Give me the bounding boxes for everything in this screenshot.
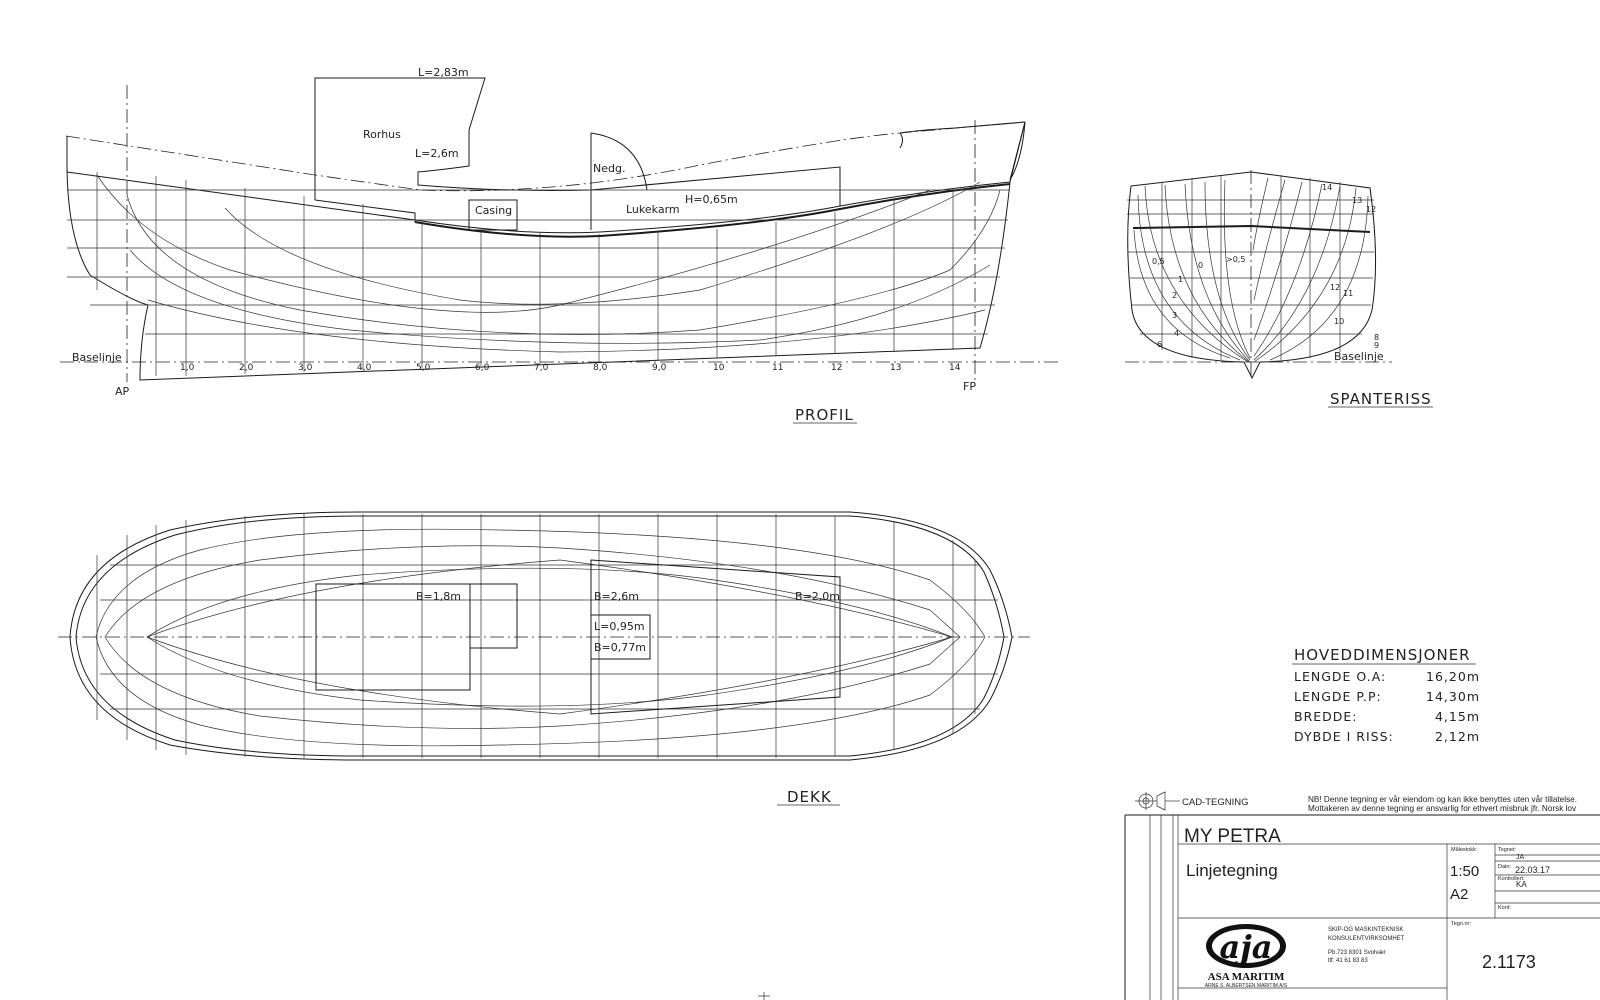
station-number: 12 <box>831 363 842 373</box>
section-number: 2 <box>1172 291 1177 300</box>
company-line-1: SKIP-OG MASKINTEKNISK <box>1328 927 1403 933</box>
main-dimensions-table: HOVEDDIMENSJONER LENGDE O.A: 16,20m LENG… <box>1292 646 1480 744</box>
dimension-label: DYBDE I RISS: <box>1294 729 1394 744</box>
company-phone: tlf: 41 61 83 83 <box>1328 958 1368 964</box>
station-number: 4,0 <box>357 363 372 373</box>
company-line-2: KONSULENTVIRKSOMHET <box>1328 936 1405 942</box>
station-number: 5,0 <box>416 363 431 373</box>
body-plan-title: SPANTERISS <box>1330 390 1432 408</box>
checked-label: Kontrollert: <box>1498 876 1525 882</box>
title-block: CAD-TEGNING NB! Denne tegning er vår eie… <box>1124 791 1600 1000</box>
station-number: 9,0 <box>652 363 667 373</box>
section-number: 12 <box>1366 205 1376 214</box>
station-number: 11 <box>772 363 783 373</box>
station-number: 1,0 <box>180 363 195 373</box>
logo-subtitle: ARNE S. ALBERTSEN MARITIM A/S <box>1205 983 1288 989</box>
logo-name: ASA MARITIM <box>1208 971 1285 983</box>
station-number: 6,0 <box>475 363 490 373</box>
lukekarm-breadth-label: B=2,6m <box>594 590 639 603</box>
scale-value: 1:50 <box>1450 863 1479 880</box>
section-number: 11 <box>1343 289 1353 298</box>
drawing-number-label: Tegn.nr: <box>1451 921 1471 927</box>
station-number: 10 <box>713 363 725 373</box>
section-number: 12 <box>1330 283 1340 292</box>
konf-label: Konf: <box>1498 905 1511 911</box>
checked-value: KA <box>1516 880 1527 889</box>
wheelhouse-breadth-label: B=1,8m <box>416 590 461 603</box>
dimension-label: LENGDE P.P: <box>1294 689 1382 704</box>
profile-title: PROFIL <box>795 406 854 424</box>
station-number: 14 <box>949 363 961 373</box>
cad-label: CAD-TEGNING <box>1182 797 1249 808</box>
companionway-breadth-label: B=0,77m <box>594 641 646 654</box>
dimension-label: BREDDE: <box>1294 709 1358 724</box>
sheet-format: A2 <box>1450 886 1468 903</box>
drawn-label: Tegnet: <box>1498 847 1517 853</box>
drawing-title: Linjetegning <box>1186 861 1278 880</box>
company-address: Pb.723 8301 Svolvær <box>1328 950 1386 956</box>
lukekarm-fore-breadth-label: B=2,0m <box>795 590 840 603</box>
section-number: 9 <box>1374 341 1379 350</box>
section-number: 14 <box>1322 183 1332 192</box>
lukekarm-label: Lukekarm <box>626 203 680 216</box>
section-number: 0,5 <box>1152 257 1165 266</box>
lukekarm-height-label: H=0,65m <box>685 193 738 206</box>
dimension-value: 4,15m <box>1435 709 1480 724</box>
drawing-number: 2.1173 <box>1482 952 1536 972</box>
section-number: 8 <box>1374 333 1379 342</box>
station-number: 13 <box>890 363 901 373</box>
profile-station-grid <box>67 172 1010 376</box>
notice-line-1: NB! Denne tegning er vår eiendom og kan … <box>1308 794 1577 804</box>
body-plan-view: 0,5 0 1 2 3 4 6 >0,5 14 13 12 12 11 10 8… <box>1125 170 1433 408</box>
companionway-length-label: L=0,95m <box>594 620 645 633</box>
deck-title: DEKK <box>787 788 832 806</box>
dimension-label: LENGDE O.A: <box>1294 669 1386 684</box>
vessel-name: MY PETRA <box>1184 826 1281 847</box>
profile-view: L=2,83m Rorhus L=2,6m Nedg. H=0,65m Casi… <box>60 66 1060 424</box>
section-number: >0,5 <box>1226 255 1245 264</box>
asa-maritim-logo: aja <box>1206 924 1286 968</box>
section-number: 13 <box>1352 196 1362 205</box>
section-number: 6 <box>1157 340 1162 349</box>
scale-label: Målestokk: <box>1451 846 1478 853</box>
section-number: 0 <box>1198 261 1203 270</box>
section-number: 3 <box>1172 311 1177 320</box>
notice-line-2: Mottakeren av denne tegning er ansvarlig… <box>1308 804 1577 813</box>
station-number: 3,0 <box>298 363 313 373</box>
section-number: 1 <box>1178 275 1183 284</box>
nedgang-label: Nedg. <box>593 162 625 175</box>
wheelhouse-length-label: L=2,83m <box>418 66 469 79</box>
ap-label: AP <box>115 385 130 398</box>
profile-baseline-label: Baselinje <box>72 351 122 364</box>
date-label: Dato: <box>1498 864 1512 870</box>
logo-mark: aja <box>1219 928 1272 966</box>
dimensions-title: HOVEDDIMENSJONER <box>1294 646 1471 664</box>
dimension-value: 16,20m <box>1426 669 1480 684</box>
station-numbers: 1,0 2,0 3,0 4,0 5,0 6,0 7,0 8,0 9,0 10 1… <box>180 363 961 373</box>
fp-label: FP <box>963 380 976 393</box>
casing-label: Casing <box>475 204 512 217</box>
drawn-value: JA <box>1516 854 1525 861</box>
station-number: 7,0 <box>534 363 549 373</box>
rorhus-length-label: L=2,6m <box>415 147 459 160</box>
section-number: 10 <box>1334 317 1344 326</box>
deck-station-grid <box>96 514 998 758</box>
deck-view: B=1,8m B=2,6m B=2,0m L=0,95m B=0,77m DEK… <box>58 511 1030 806</box>
section-number: 4 <box>1174 329 1179 338</box>
dimension-value: 14,30m <box>1426 689 1480 704</box>
dimension-value: 2,12m <box>1435 729 1480 744</box>
cad-symbol-icon <box>1135 791 1180 811</box>
date-value: 22.03.17 <box>1515 865 1550 875</box>
rorhus-label: Rorhus <box>363 128 401 141</box>
body-plan-baseline-label: Baselinje <box>1334 350 1384 363</box>
station-number: 2,0 <box>239 363 254 373</box>
station-number: 8,0 <box>593 363 608 373</box>
